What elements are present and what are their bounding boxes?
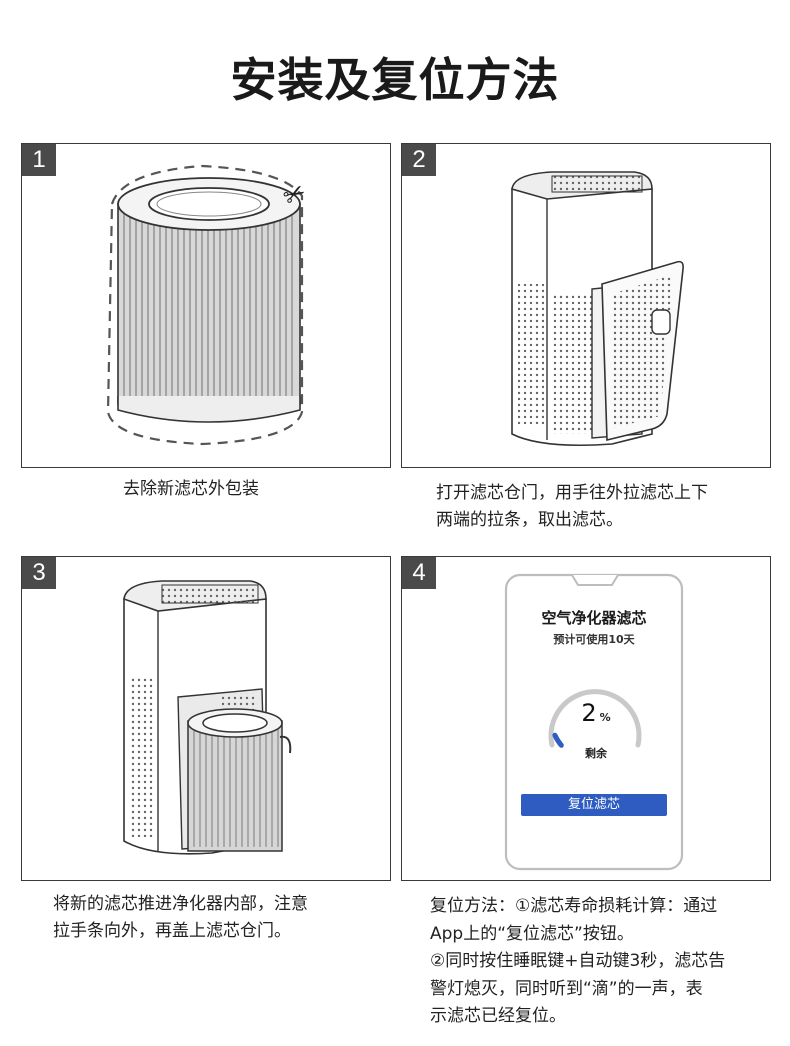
step-4-caption: 复位方法：①滤芯寿命损耗计算：通过 App上的“复位滤芯”按钮。 ②同时按住睡眠…: [430, 896, 726, 1026]
phone-title: 空气净化器滤芯: [541, 609, 647, 627]
remaining-percent: 2%: [566, 699, 626, 727]
step-2-panel: 2: [401, 143, 771, 468]
step-badge: 4: [402, 557, 436, 589]
phone-subtitle: 预计可使用10天: [553, 633, 635, 646]
step-3-panel: 3: [21, 556, 391, 881]
remaining-gauge-track: [548, 689, 642, 748]
remaining-gauge-fill: [552, 732, 564, 748]
remaining-label: 剩余: [585, 747, 607, 760]
reset-filter-button[interactable]: 复位滤芯: [521, 794, 667, 816]
percent-value: 2: [581, 699, 597, 727]
percent-unit: %: [599, 711, 611, 724]
purifier-open-door-illustration: [511, 171, 684, 447]
page-title: 安装及复位方法: [230, 53, 560, 107]
step-badge: 1: [22, 144, 56, 176]
step-badge: 2: [402, 144, 436, 176]
step-3-caption: 将新的滤芯推进净化器内部，注意 拉手条向外，再盖上滤芯仓门。: [53, 894, 308, 941]
filter-insert-illustration: [123, 580, 292, 855]
step-badge: 3: [22, 557, 56, 589]
step-2-caption: 打开滤芯仓门，用手往外拉滤芯上下 两端的拉条，取出滤芯。: [436, 483, 708, 530]
step-4-panel: 空气净化器滤芯 预计可使用10天 2% 剩余 复位滤芯 4: [401, 556, 771, 881]
filter-unboxing-illustration: [106, 164, 304, 446]
step-1-caption: 去除新滤芯外包装: [123, 479, 259, 499]
step-1-panel: ✂ 1: [21, 143, 391, 468]
